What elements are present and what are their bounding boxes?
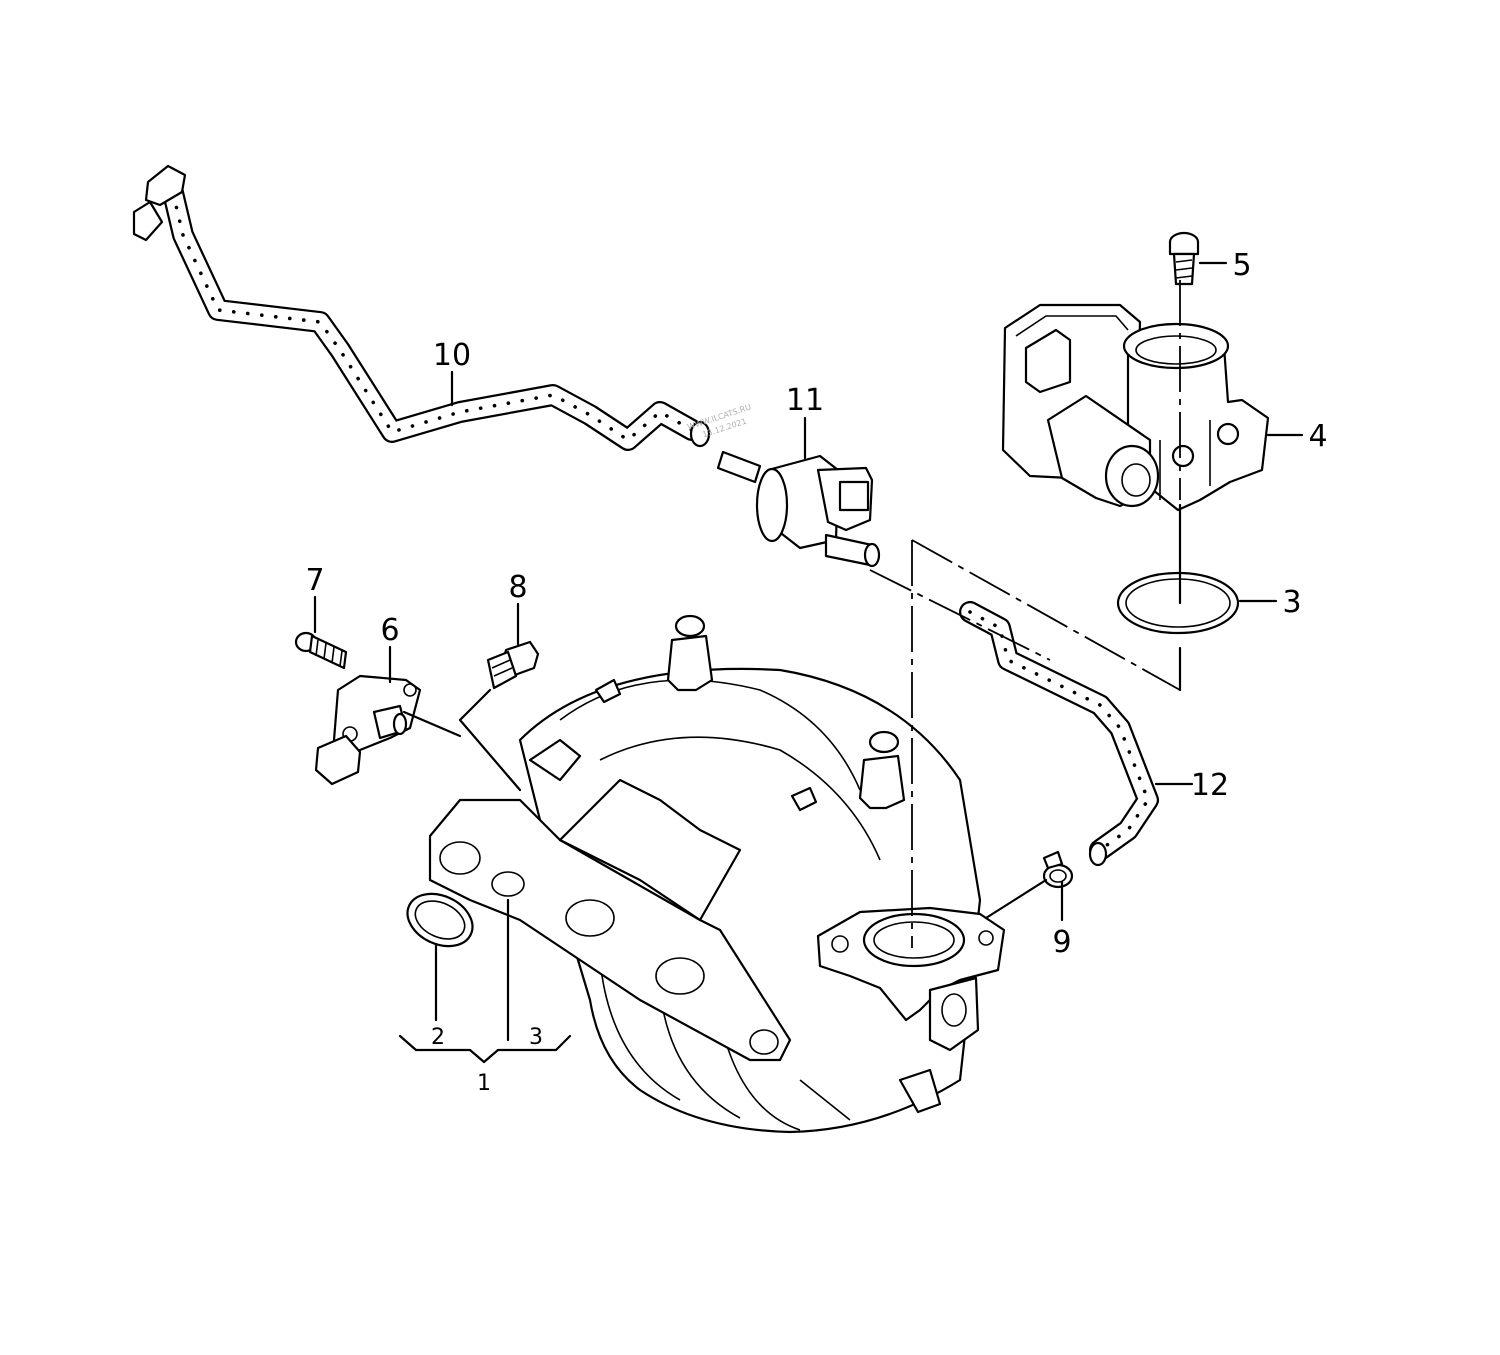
sensor-part-6 bbox=[314, 674, 422, 786]
callout-5: 5 bbox=[1232, 248, 1251, 283]
callout-4: 4 bbox=[1308, 419, 1327, 454]
bolt-part-8 bbox=[486, 640, 540, 690]
callout-7: 7 bbox=[305, 563, 324, 598]
callout-6: 6 bbox=[380, 613, 399, 648]
intake-manifold-part-1 bbox=[428, 614, 1006, 1134]
callout-9: 9 bbox=[1052, 925, 1071, 960]
o-ring-part-3 bbox=[1116, 571, 1240, 635]
valve-part-11 bbox=[716, 450, 881, 568]
hose-part-10 bbox=[132, 164, 711, 451]
screw-part-7 bbox=[294, 631, 348, 670]
hose-part-12 bbox=[959, 601, 1159, 867]
assembly-axis-lines bbox=[869, 280, 1181, 948]
leader-lines bbox=[313, 261, 1304, 1064]
callout-8: 8 bbox=[508, 570, 527, 605]
callout-2: 2 bbox=[431, 1025, 445, 1050]
throttle-body-part-4 bbox=[1001, 303, 1270, 512]
callout-labels: 10 11 5 4 3 7 6 8 12 9 2 3 1 bbox=[305, 248, 1327, 1096]
callout-1: 1 bbox=[477, 1071, 491, 1096]
callout-3-bracket: 3 bbox=[529, 1025, 543, 1050]
callout-12: 12 bbox=[1191, 768, 1229, 803]
o-ring-part-2 bbox=[406, 892, 474, 948]
callout-10: 10 bbox=[433, 338, 471, 373]
callout-3-oring: 3 bbox=[1282, 585, 1301, 620]
clamp-part-9 bbox=[1042, 850, 1074, 889]
callout-11: 11 bbox=[786, 383, 824, 418]
bolt-part-5 bbox=[1168, 231, 1200, 286]
